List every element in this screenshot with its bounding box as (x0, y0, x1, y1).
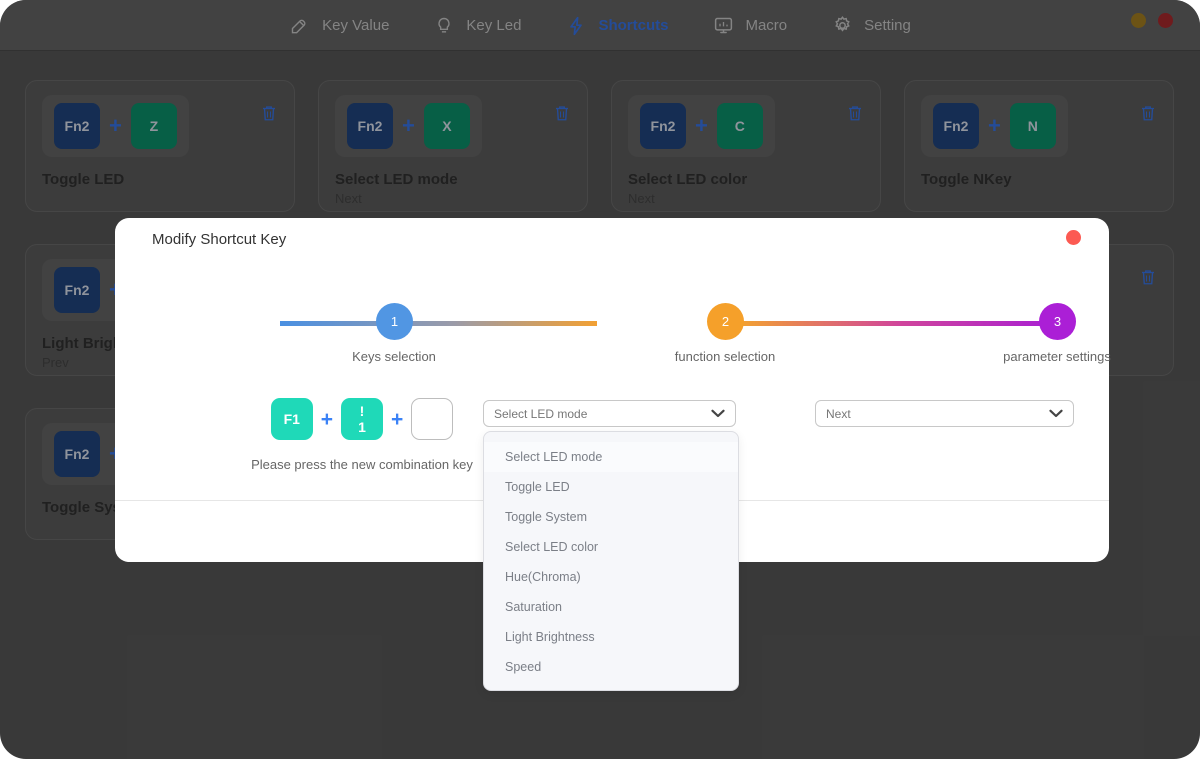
action-key: X (423, 103, 470, 149)
modifier-key: Fn2 (933, 103, 979, 149)
stepper-label-2: function selection (674, 349, 776, 364)
shortcut-card[interactable]: Fn2 + C Select LED color Next (611, 80, 881, 212)
new-key-1[interactable]: F1 (270, 398, 313, 440)
gear-icon (831, 15, 853, 37)
close-window-button[interactable] (1158, 13, 1173, 28)
nav-item-macro[interactable]: Macro (712, 0, 787, 51)
stepper-label-3: parameter settings (1003, 349, 1111, 364)
plus-separator: + (109, 113, 122, 138)
stepper-connector-1-2 (280, 321, 597, 326)
dropdown-option-toggle-system[interactable]: Toggle System (505, 510, 587, 524)
key-value-icon (289, 15, 311, 37)
plus-separator: + (320, 407, 333, 431)
nav-label-key-value: Key Value (322, 17, 390, 34)
dropdown-option-hue-chroma[interactable]: Hue(Chroma) (505, 570, 581, 584)
modifier-key: Fn2 (640, 103, 686, 149)
window-controls (1131, 13, 1173, 28)
modifier-key: Fn2 (54, 431, 100, 477)
key-combination: Fn2 + Z (42, 95, 189, 157)
shortcut-card[interactable]: Fn2 + X Select LED mode Next (318, 80, 588, 212)
modifier-key: Fn2 (347, 103, 393, 149)
card-title: Select LED color (628, 171, 748, 188)
new-key-3-empty[interactable] (411, 398, 454, 440)
lightning-icon (565, 15, 587, 37)
stepper-step-2[interactable]: 2 (707, 303, 744, 340)
card-title: Select LED mode (335, 171, 458, 188)
key-combination: Fn2 + C (628, 95, 775, 157)
trash-icon[interactable] (260, 103, 278, 123)
card-subtitle: Next (335, 191, 362, 206)
close-dialog-button[interactable] (1066, 230, 1081, 245)
nav-label-macro: Macro (745, 17, 788, 34)
key-selection-section: F1 + ! 1 + Please press the new combinat… (175, 398, 549, 472)
trash-icon[interactable] (1139, 267, 1157, 287)
action-key: C (716, 103, 763, 149)
main-navigation: Key Value Key Led Shortcuts (0, 0, 1200, 51)
shortcut-card[interactable]: Fn2 + N Toggle NKey (904, 80, 1174, 212)
nav-label-shortcuts: Shortcuts (598, 17, 669, 34)
trash-icon[interactable] (1139, 103, 1157, 123)
parameter-select[interactable]: Next (815, 400, 1074, 427)
new-key-2[interactable]: ! 1 (341, 398, 383, 440)
dropdown-option-select-led-mode[interactable]: Select LED mode (484, 442, 738, 472)
stepper-connector-2-3 (743, 321, 1056, 326)
chevron-down-icon (711, 409, 725, 418)
plus-separator: + (402, 113, 415, 138)
new-key-combination: F1 + ! 1 + (175, 398, 549, 440)
card-subtitle: Prev (42, 355, 69, 370)
stepper-label-1: Keys selection (352, 349, 436, 364)
new-key-2-secondary: 1 (358, 419, 366, 435)
stepper-step-1[interactable]: 1 (376, 303, 413, 340)
function-select-dropdown: Select LED mode Toggle LED Toggle System… (483, 431, 739, 691)
new-key-2-primary: ! (359, 402, 365, 419)
trash-icon[interactable] (553, 103, 571, 123)
card-subtitle: Next (628, 191, 655, 206)
stepper-step-3[interactable]: 3 (1039, 303, 1076, 340)
function-select[interactable]: Select LED mode (483, 400, 736, 427)
nav-label-key-led: Key Led (466, 17, 522, 34)
action-key: N (1009, 103, 1056, 149)
key-selection-hint: Please press the new combination key (251, 457, 473, 472)
dropdown-option-toggle-led[interactable]: Toggle LED (505, 480, 570, 494)
nav-item-key-value[interactable]: Key Value (289, 0, 389, 51)
chevron-down-icon (1049, 409, 1063, 418)
action-key: Z (130, 103, 177, 149)
key-combination: Fn2 + X (335, 95, 482, 157)
nav-item-key-led[interactable]: Key Led (433, 0, 521, 51)
plus-separator: + (391, 407, 404, 431)
dropdown-option-light-brightness[interactable]: Light Brightness (505, 630, 595, 644)
modify-shortcut-dialog: Modify Shortcut Key 1 2 3 Keys selection… (115, 218, 1111, 691)
dropdown-option-select-led-color[interactable]: Select LED color (505, 540, 599, 554)
nav-item-shortcuts[interactable]: Shortcuts (565, 0, 668, 51)
key-combination: Fn2 + N (921, 95, 1068, 157)
modifier-key: Fn2 (54, 103, 100, 149)
bulb-icon (433, 15, 455, 37)
new-key-1-primary: F1 (283, 410, 300, 427)
modifier-key: Fn2 (54, 267, 100, 313)
nav-item-setting[interactable]: Setting (831, 0, 911, 51)
trash-icon[interactable] (846, 103, 864, 123)
shortcut-card[interactable]: Fn2 + Z Toggle LED (25, 80, 295, 212)
minimize-button[interactable] (1131, 13, 1146, 28)
dropdown-option-saturation[interactable]: Saturation (505, 600, 562, 614)
card-title: Toggle LED (42, 171, 125, 188)
progress-stepper: 1 2 3 Keys selection function selection … (262, 303, 1111, 365)
function-select-value: Select LED mode (494, 406, 588, 421)
nav-label-setting: Setting (864, 17, 911, 34)
plus-separator: + (988, 113, 1001, 138)
plus-separator: + (695, 113, 708, 138)
dropdown-option-speed[interactable]: Speed (505, 660, 542, 674)
monitor-icon (712, 15, 734, 37)
parameter-select-value: Next (826, 406, 851, 421)
app-header: Key Value Key Led Shortcuts (0, 0, 1200, 51)
dialog-title: Modify Shortcut Key (152, 231, 287, 248)
card-title: Toggle NKey (921, 171, 1012, 188)
